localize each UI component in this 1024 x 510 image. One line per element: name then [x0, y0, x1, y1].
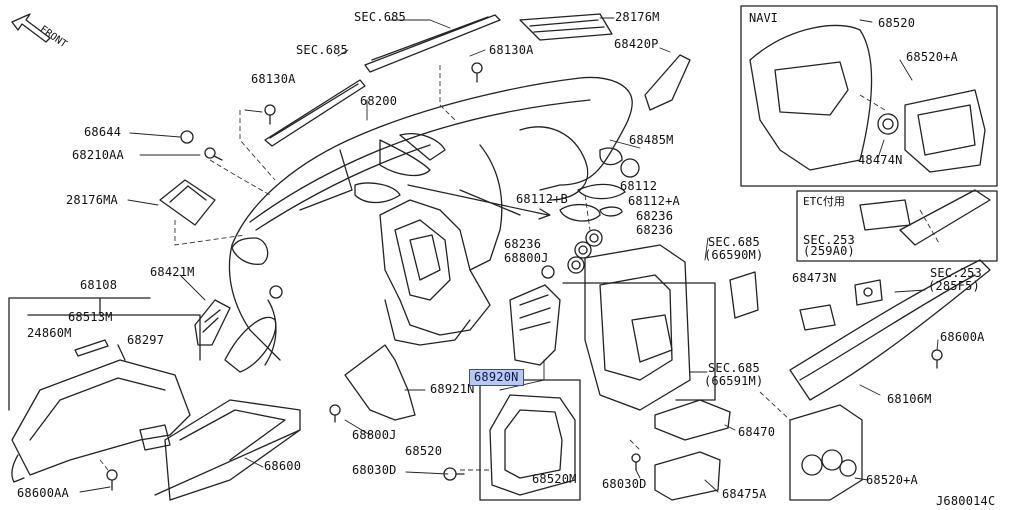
part-label-68420p[interactable]: 68420P: [614, 37, 659, 51]
part-label-68800j-bottom[interactable]: 68800J: [352, 428, 397, 442]
part-label-68520[interactable]: 68520: [405, 444, 443, 458]
part-label-68800j-top[interactable]: 68800J: [504, 251, 549, 265]
part-label-68485m[interactable]: 68485M: [629, 133, 674, 147]
knee-trim-68921n: [344, 344, 416, 421]
glove-box-68600: [164, 399, 301, 501]
part-label-68475a[interactable]: 68475A: [722, 487, 767, 501]
center-bracket-68920n: [509, 284, 561, 366]
part-label-68236-b[interactable]: 68236: [636, 223, 674, 237]
center-panel-box: [562, 282, 716, 401]
part-label-68600aa[interactable]: 68600AA: [17, 486, 69, 500]
part-label-68600[interactable]: 68600: [264, 459, 302, 473]
part-label-68520m[interactable]: 68520M: [532, 472, 577, 486]
sec685-duct-top: [364, 14, 501, 73]
center-cluster-panel: [584, 244, 691, 411]
part-label-24860m[interactable]: 24860M: [27, 326, 72, 340]
part-label-68297[interactable]: 68297: [127, 333, 165, 347]
side-trim-68420p: [644, 54, 691, 111]
part-label-68236-c[interactable]: 68236: [504, 237, 542, 251]
part-label-sec685-top[interactable]: SEC.685: [354, 10, 406, 24]
part-label-68644[interactable]: 68644: [84, 125, 122, 139]
navi-box: [740, 5, 998, 187]
part-label-66591m[interactable]: (66591M): [704, 374, 764, 388]
part-label-68112b[interactable]: 68112+B: [516, 192, 568, 206]
part-label-259a0[interactable]: (259A0): [803, 244, 855, 258]
etc-unit: [859, 199, 911, 231]
part-label-68236-a[interactable]: 68236: [636, 209, 674, 223]
lower-cover-68108: [11, 359, 191, 476]
part-label-68921n[interactable]: 68921N: [430, 382, 475, 396]
part-label-68920n-highlighted[interactable]: 68920N: [469, 369, 524, 386]
ornament-68112a: [599, 206, 623, 217]
lower-box: [479, 379, 581, 501]
part-label-navi-48474n[interactable]: 48474N: [858, 153, 903, 167]
cluster-bezel-68520a: [789, 404, 863, 501]
speaker-grille-top: [519, 13, 613, 41]
front-arrow-icon: [11, 13, 51, 43]
part-label-68130a-left[interactable]: 68130A: [251, 72, 296, 86]
side-vent-68421m: [194, 299, 231, 346]
part-label-285f5[interactable]: (285F5): [928, 279, 980, 293]
part-label-68030d-right[interactable]: 68030D: [602, 477, 647, 491]
ornament-68112b: [559, 203, 601, 222]
part-label-sec253-etc[interactable]: SEC.253: [803, 233, 855, 247]
part-label-68600a[interactable]: 68600A: [940, 330, 985, 344]
part-label-68513m[interactable]: 68513M: [68, 310, 113, 324]
etc-box: [796, 190, 998, 262]
audio-frame-68520: [489, 394, 576, 496]
part-label-68200[interactable]: 68200: [360, 94, 398, 108]
part-label-68112a[interactable]: 68112+A: [628, 194, 680, 208]
part-label-navi-68520a[interactable]: 68520+A: [906, 50, 958, 64]
part-label-66590m[interactable]: (66590M): [704, 248, 764, 262]
part-label-28176ma[interactable]: 28176MA: [66, 193, 118, 207]
instrument-panel-body: [228, 76, 633, 366]
part-label-68030d-left[interactable]: 68030D: [352, 463, 397, 477]
part-label-navi-68520[interactable]: 68520: [878, 16, 916, 30]
part-label-sec253[interactable]: SEC.253: [930, 266, 982, 280]
part-label-68106m[interactable]: 68106M: [887, 392, 932, 406]
lower-cover-68106m: [789, 259, 991, 401]
part-label-68520a-bottom[interactable]: 68520+A: [866, 473, 918, 487]
part-label-sec685-right[interactable]: SEC.685: [708, 235, 760, 249]
part-label-28176m[interactable]: 28176M: [615, 10, 660, 24]
diagram-code: J680014C: [936, 494, 996, 508]
part-label-68473n[interactable]: 68473N: [792, 271, 837, 285]
speaker-grille-side: [159, 179, 216, 226]
navi-box-title: NAVI: [749, 11, 778, 25]
part-label-68112[interactable]: 68112: [620, 179, 658, 193]
etc-box-title: ETC付用: [803, 195, 845, 208]
part-label-68210aa[interactable]: 68210AA: [72, 148, 124, 162]
sec685-duct-mid: [264, 79, 366, 147]
part-label-68130a-right[interactable]: 68130A: [489, 43, 534, 57]
tray-68470: [654, 399, 731, 441]
switch-68473n: [799, 304, 836, 331]
part-label-68470[interactable]: 68470: [738, 425, 776, 439]
part-label-68421m[interactable]: 68421M: [150, 265, 195, 279]
ornament-68112: [577, 183, 626, 200]
part-label-sec685-mid[interactable]: SEC.685: [296, 43, 348, 57]
navi-panel-68520a: [904, 89, 986, 173]
part-label-sec685-lower[interactable]: SEC.685: [708, 361, 760, 375]
module-285f5: [854, 279, 883, 306]
part-label-68108[interactable]: 68108: [80, 278, 118, 292]
navi-bezel-68520: [749, 24, 873, 171]
cup-holder-68475a: [654, 451, 721, 501]
